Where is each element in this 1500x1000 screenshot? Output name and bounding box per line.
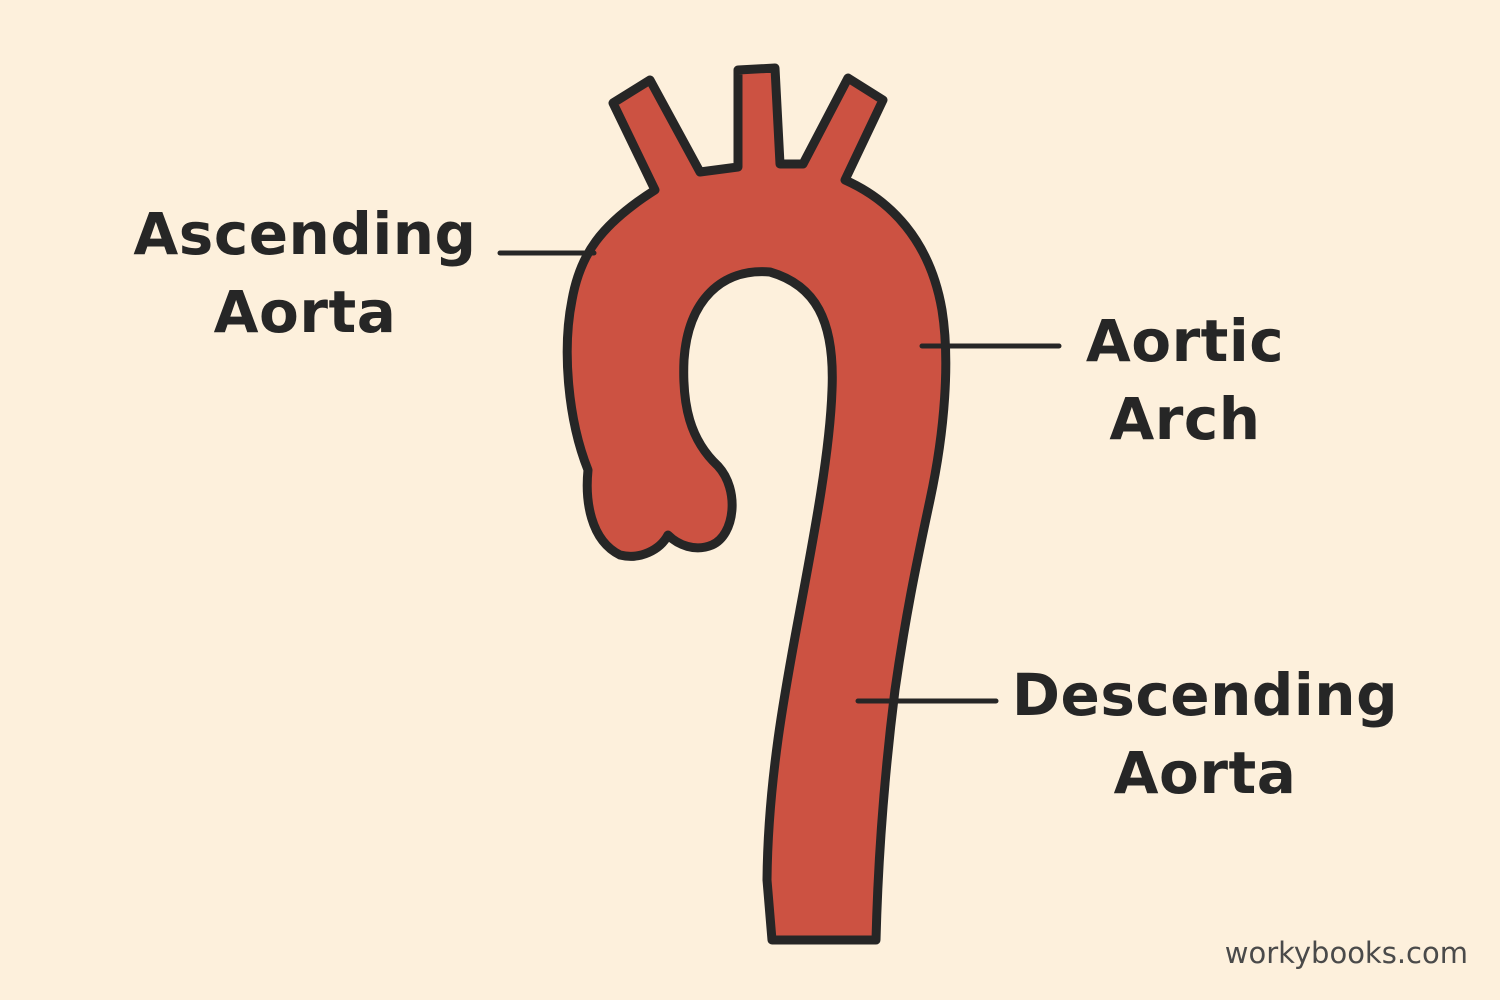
arch-label-line1: Aortic xyxy=(1085,307,1285,375)
watermark: workybooks.com xyxy=(1224,936,1468,970)
descending-aorta-label: Descending Aorta xyxy=(1005,656,1405,812)
arch-label-line2: Arch xyxy=(1109,385,1261,453)
ascending-aorta-label: Ascending Aorta xyxy=(120,195,490,351)
ascending-label-line1: Ascending xyxy=(133,200,477,268)
aorta-shape xyxy=(562,63,951,945)
descending-label-line1: Descending xyxy=(1011,661,1399,729)
ascending-label-line2: Aorta xyxy=(213,278,397,346)
descending-label-line2: Aorta xyxy=(1113,739,1297,807)
aortic-arch-label: Aortic Arch xyxy=(1075,302,1295,458)
